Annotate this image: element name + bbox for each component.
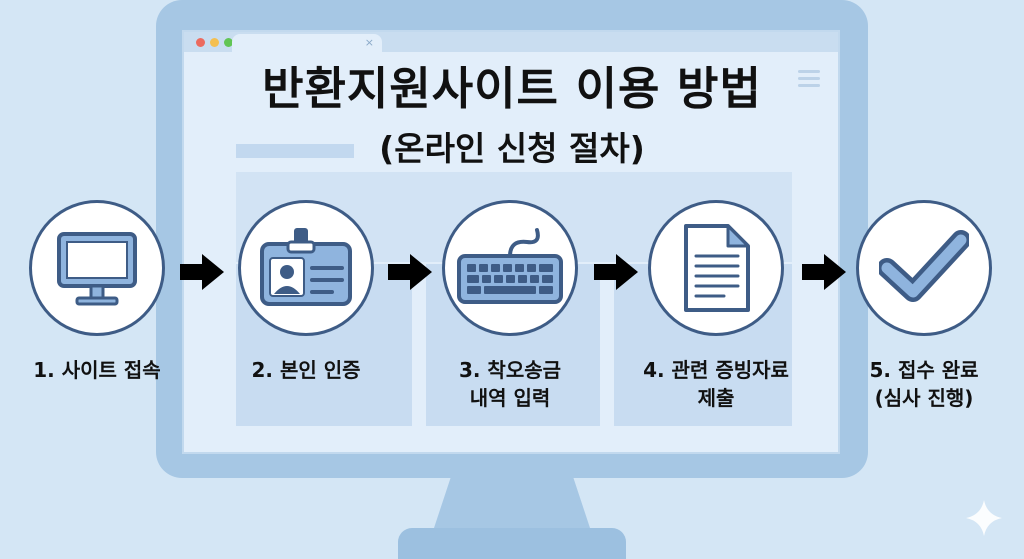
window-minimize-dot xyxy=(210,38,219,47)
arrow-right-icon xyxy=(802,254,846,290)
monitor-icon xyxy=(57,232,137,306)
monitor-stand-neck xyxy=(432,476,592,534)
window-close-dot xyxy=(196,38,205,47)
step-2-circle xyxy=(238,200,374,336)
step-3-circle xyxy=(442,200,578,336)
step-1-circle xyxy=(29,200,165,336)
placeholder-bar xyxy=(236,144,354,158)
step-5-circle xyxy=(856,200,992,336)
tab-close-icon: × xyxy=(364,36,374,49)
arrow-right-icon xyxy=(388,254,432,290)
browser-tab: × xyxy=(232,34,382,52)
page-title: 반환지원사이트 이용 방법 xyxy=(262,62,762,115)
step-2-label: 2. 본인 인증 xyxy=(251,358,361,382)
arrow-right-icon xyxy=(180,254,224,290)
checkmark-icon xyxy=(879,230,969,302)
step-4-label: 4. 관련 증빙자료 제출 xyxy=(643,358,789,410)
arrow-right-icon xyxy=(594,254,638,290)
sparkle-icon xyxy=(966,500,1002,536)
step-1-label: 1. 사이트 접속 xyxy=(33,358,161,382)
monitor-stand-base xyxy=(398,528,626,559)
hamburger-menu-icon xyxy=(798,70,820,91)
keyboard-icon xyxy=(457,228,563,304)
browser-title-bar: × xyxy=(184,32,838,52)
page-subtitle: (온라인 신청 절차) xyxy=(379,129,645,168)
window-maximize-dot xyxy=(224,38,233,47)
id-card-icon xyxy=(260,228,352,306)
step-3-label: 3. 착오송금 내역 입력 xyxy=(458,358,562,410)
document-icon xyxy=(684,224,750,312)
step-5-label: 5. 접수 완료 (심사 진행) xyxy=(869,358,979,410)
step-4-circle xyxy=(648,200,784,336)
